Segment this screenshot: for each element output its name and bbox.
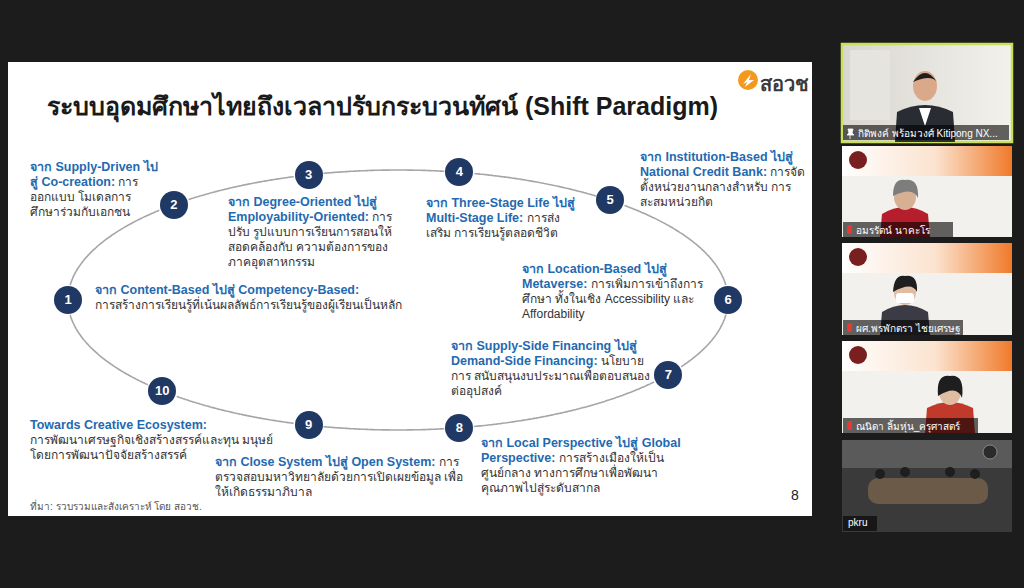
paradigm-description: จาก Close System ไปสู่ Open System: การต… [215, 455, 465, 500]
hair [938, 376, 963, 398]
paradigm-description: จาก Supply-Driven ไปสู่ Co-creation: การ… [30, 160, 158, 220]
name-tag [843, 125, 1009, 140]
video-tile [842, 44, 1012, 142]
participant-name: ผศ.พรพักตรา ไชยเศรษฐ [856, 321, 961, 336]
video-tile [842, 243, 1012, 335]
number-circle: 10Towards Creative Ecosystem: การพัฒนาเศ… [148, 377, 176, 405]
participant-name: กิติพงค์ พร้อมวงศ์ Kitipong NX... [858, 126, 998, 141]
shift-heading: จาก Close System ไปสู่ Open System: [215, 455, 435, 469]
callout-number: 7 [654, 361, 682, 389]
emblem [849, 346, 867, 364]
hair [913, 73, 937, 82]
emblem [849, 248, 867, 266]
paradigm-description: จาก Supply-Side Financing ไปสู่ Demand-S… [451, 339, 653, 399]
number-circle: 7จาก Supply-Side Financing ไปสู่ Demand-… [654, 361, 682, 389]
shift-heading: จาก Institution-Based ไปสู่ National Cre… [640, 150, 793, 179]
paradigm-description: จาก Content-Based ไปสู่ Competency-Based… [95, 283, 515, 313]
person-head [913, 71, 937, 101]
cycle-arc [70, 315, 148, 385]
participant-name: pkru [848, 517, 867, 528]
logo-text: สอวช [760, 68, 809, 100]
number-circle: 1จาก Content-Based ไปสู่ Competency-Base… [54, 286, 82, 314]
callout-number: 6 [714, 286, 742, 314]
shirt [919, 108, 931, 126]
callout-number: 8 [445, 414, 473, 442]
cycle-arc [323, 427, 444, 430]
mic-icon [847, 323, 852, 332]
number-circle: 3จาก Degree-Oriented ไปสู่ Employability… [295, 161, 323, 189]
shift-detail: การพัฒนาเศรษฐกิจเชิงสร้างสรรค์และทุน มนุ… [30, 433, 295, 463]
name-tag [843, 222, 953, 237]
shift-detail: การสร้างการเรียนรู้ที่เน้นผลลัพธ์การเรีย… [95, 298, 515, 313]
callout-number: 4 [445, 158, 473, 186]
participant-name: อมรรัตน์ นาคะโร [856, 223, 930, 238]
name-tag [843, 418, 978, 433]
banner [842, 243, 1012, 273]
meeting-table [868, 478, 988, 504]
logo-mark [738, 70, 758, 90]
mic-icon [847, 225, 852, 234]
attendee [945, 467, 955, 477]
attendee [970, 469, 980, 479]
paradigm-description: จาก Location-Based ไปสู่ Metaverse: การเ… [522, 262, 704, 322]
shift-heading: จาก Degree-Oriented ไปสู่ Employability-… [228, 195, 377, 224]
callout-number: 3 [295, 161, 323, 189]
shift-heading: จาก Supply-Driven ไปสู่ Co-creation: [30, 160, 158, 189]
name-tag [843, 516, 877, 531]
callout-number: 2 [160, 191, 188, 219]
paradigm-description: จาก Degree-Oriented ไปสู่ Employability-… [228, 195, 406, 270]
slide-title: ระบบอุดมศึกษาไทยถึงเวลาปรับกระบวนทัศน์ (… [47, 86, 718, 126]
video-tile [842, 440, 1012, 532]
video-tile [842, 341, 1012, 433]
shift-heading: จาก Content-Based ไปสู่ Competency-Based… [95, 283, 359, 297]
source-note: ที่มา: รวบรวมและสังเคราะห์ โดย สอวช. [30, 499, 202, 514]
video-tile [842, 146, 1012, 237]
number-circle: 4จาก Three-Stage Life ไปสู่ Multi-Stage … [445, 158, 473, 186]
pin-icon [847, 129, 854, 139]
emblem [983, 445, 997, 459]
face-mask [896, 293, 914, 303]
cycle-arc [323, 170, 444, 173]
page-number: 8 [791, 487, 799, 503]
attendee [900, 467, 910, 477]
callout-number: 9 [295, 411, 323, 439]
number-circle: 2จาก Supply-Driven ไปสู่ Co-creation: กา… [160, 191, 188, 219]
window [850, 50, 890, 120]
paradigm-description: Towards Creative Ecosystem: การพัฒนาเศรษ… [30, 418, 295, 463]
number-circle: 5จาก Institution-Based ไปสู่ National Cr… [596, 186, 624, 214]
banner [842, 341, 1012, 371]
banner [842, 146, 1012, 176]
emblem [849, 151, 867, 169]
logo-bolt [743, 74, 754, 87]
callout-number: 5 [596, 186, 624, 214]
shift-heading: Towards Creative Ecosystem: [30, 418, 207, 432]
number-circle: 9จาก Close System ไปสู่ Open System: การ… [295, 411, 323, 439]
paradigm-description: จาก Institution-Based ไปสู่ National Cre… [640, 150, 808, 210]
paradigm-description: จาก Local Perspective ไปสู่ Global Persp… [481, 436, 696, 496]
hair [893, 276, 917, 292]
paradigm-description: จาก Three-Stage Life ไปสู่ Multi-Stage L… [426, 196, 584, 241]
number-circle: 8จาก Local Perspective ไปสู่ Global Pers… [445, 414, 473, 442]
callout-number: 1 [54, 286, 82, 314]
hair [893, 180, 918, 198]
cycle-arc [681, 315, 726, 367]
room-wall [842, 440, 1012, 468]
mic-icon [847, 421, 852, 430]
callout-number: 10 [148, 377, 176, 405]
cycle-arc [70, 210, 159, 285]
cycle-arc [474, 174, 595, 196]
number-circle: 6จาก Location-Based ไปสู่ Metaverse: การ… [714, 286, 742, 314]
attendee [875, 469, 885, 479]
name-tag [843, 320, 963, 335]
participant-name: ณนิดา ลิ้มหุ่น_ครุศาสตร์ [856, 419, 960, 434]
